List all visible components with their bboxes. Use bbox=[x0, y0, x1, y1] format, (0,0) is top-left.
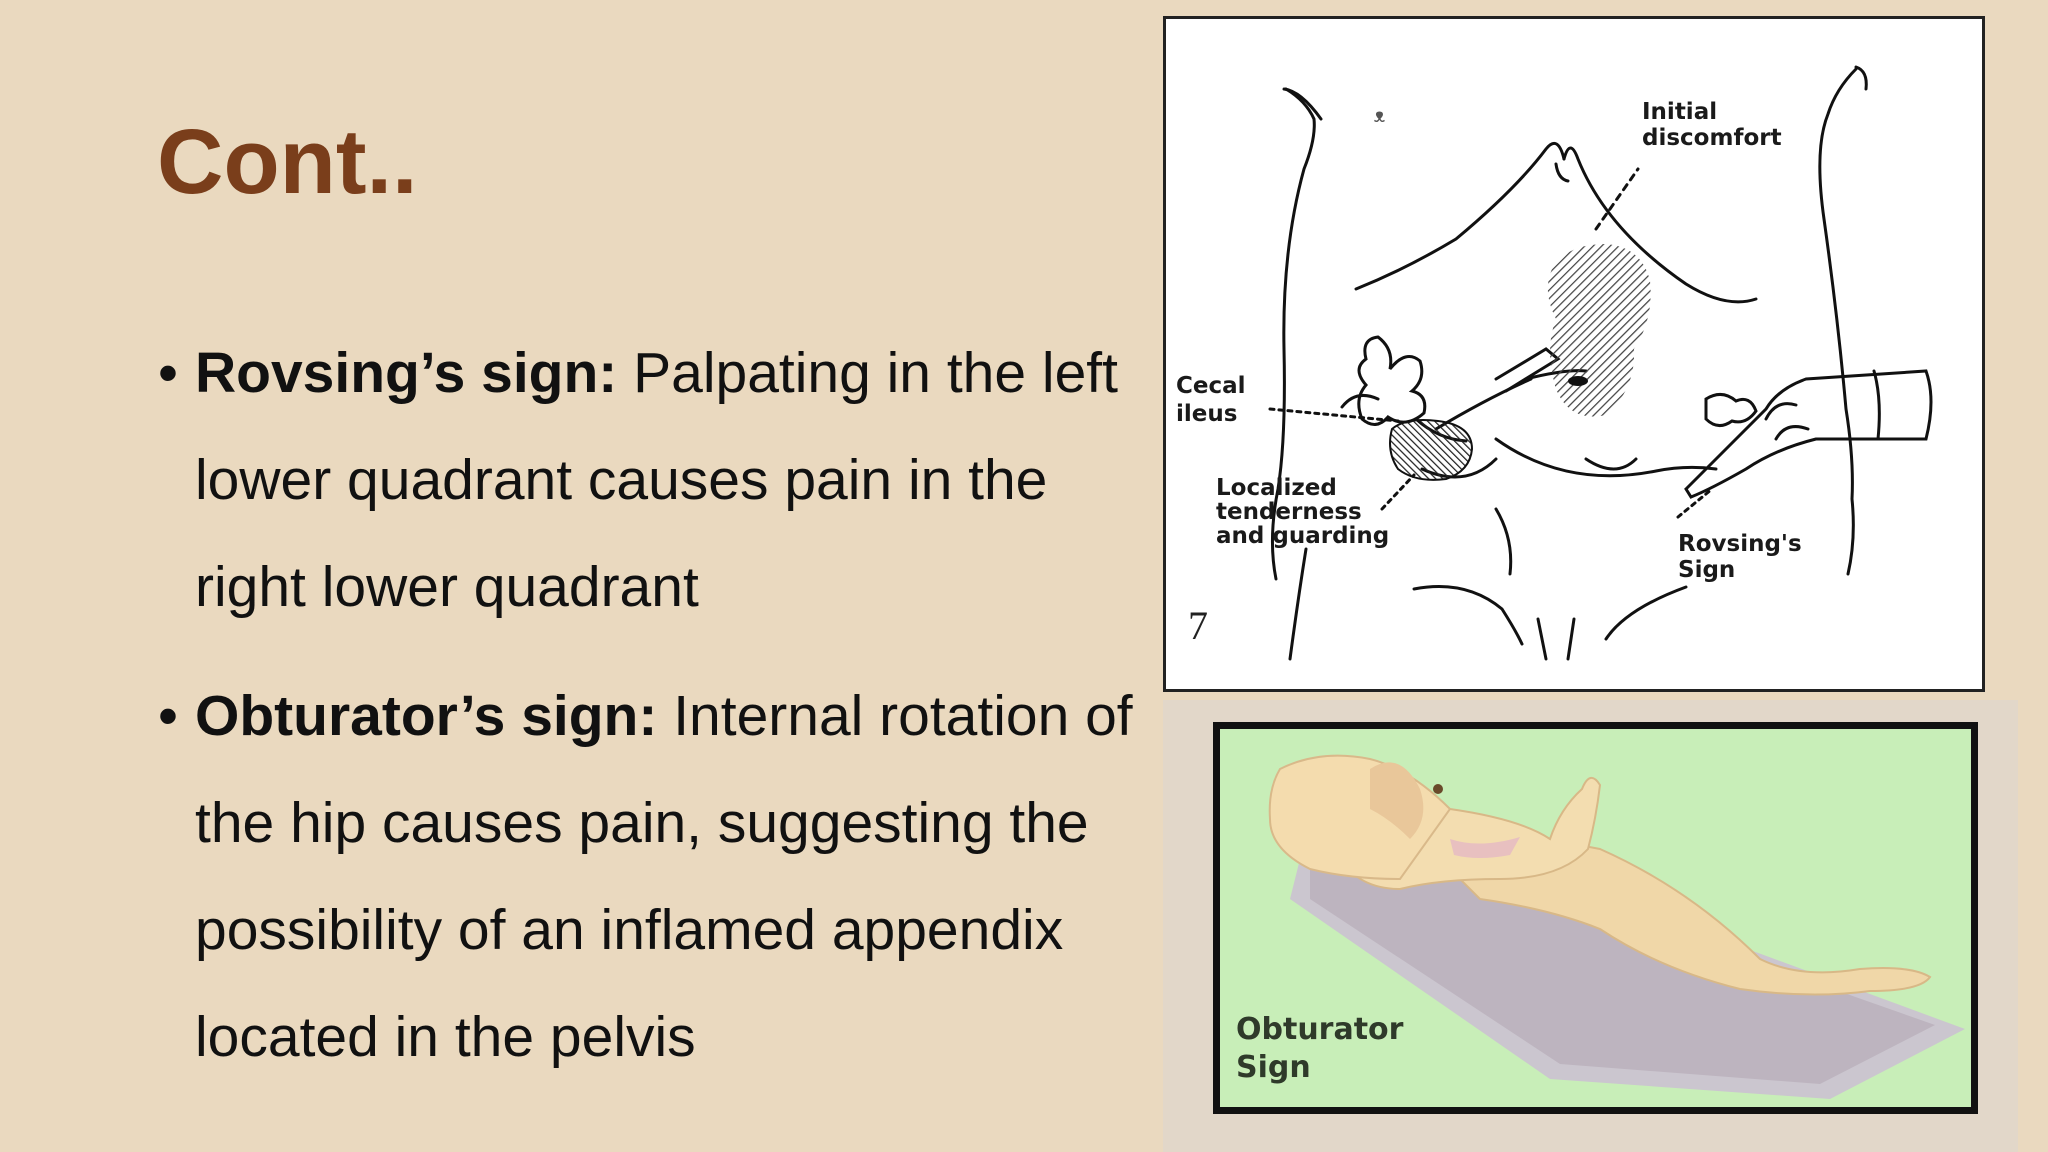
label-rovsing-1: Rovsing's bbox=[1678, 531, 1802, 557]
label-localized-2: tenderness bbox=[1216, 499, 1362, 525]
obturator-figure-frame: Obturator Sign bbox=[1163, 700, 2018, 1152]
bullet-list: • Rovsing’s sign: Palpating in the left … bbox=[150, 320, 1140, 1113]
obturator-label-line-2: Sign bbox=[1236, 1050, 1311, 1085]
bullet-term: Obturator’s sign: bbox=[195, 684, 658, 748]
label-rovsing-2: Sign bbox=[1678, 557, 1735, 583]
bullet-obturator: • Obturator’s sign: Internal rotation of… bbox=[150, 663, 1140, 1091]
obturator-label: Obturator Sign bbox=[1236, 1011, 1403, 1087]
bullet-marker: • bbox=[158, 341, 178, 405]
obturator-label-line-1: Obturator bbox=[1236, 1012, 1404, 1047]
bullet-rovsing: • Rovsing’s sign: Palpating in the left … bbox=[150, 320, 1140, 641]
slide-title: Cont.. bbox=[157, 111, 418, 213]
rovsing-diagram-drawing: Initial discomfort Cecal ileus Localized… bbox=[1176, 65, 1933, 661]
label-localized-3: and guarding bbox=[1216, 523, 1389, 549]
label-initial-1: Initial bbox=[1642, 99, 1717, 125]
label-initial-2: discomfort bbox=[1642, 125, 1782, 151]
label-cecal-1: Cecal bbox=[1176, 373, 1246, 399]
label-localized-1: Localized bbox=[1216, 475, 1337, 501]
obturator-drawing bbox=[1268, 754, 1965, 1099]
bullet-text: Palpating in the left lower quadrant cau… bbox=[195, 341, 1118, 619]
umbilicus-mark: ᵜ bbox=[1374, 104, 1385, 135]
rovsing-diagram: Initial discomfort Cecal ileus Localized… bbox=[1163, 16, 1985, 692]
bullet-marker: • bbox=[158, 684, 178, 748]
bullet-term: Rovsing’s sign: bbox=[195, 341, 618, 405]
obturator-illustration: Obturator Sign bbox=[1213, 722, 1978, 1114]
figure-number: 7 bbox=[1188, 603, 1208, 648]
bullet-text: Internal rotation of the hip causes pain… bbox=[195, 684, 1133, 1069]
label-cecal-2: ileus bbox=[1176, 401, 1237, 427]
